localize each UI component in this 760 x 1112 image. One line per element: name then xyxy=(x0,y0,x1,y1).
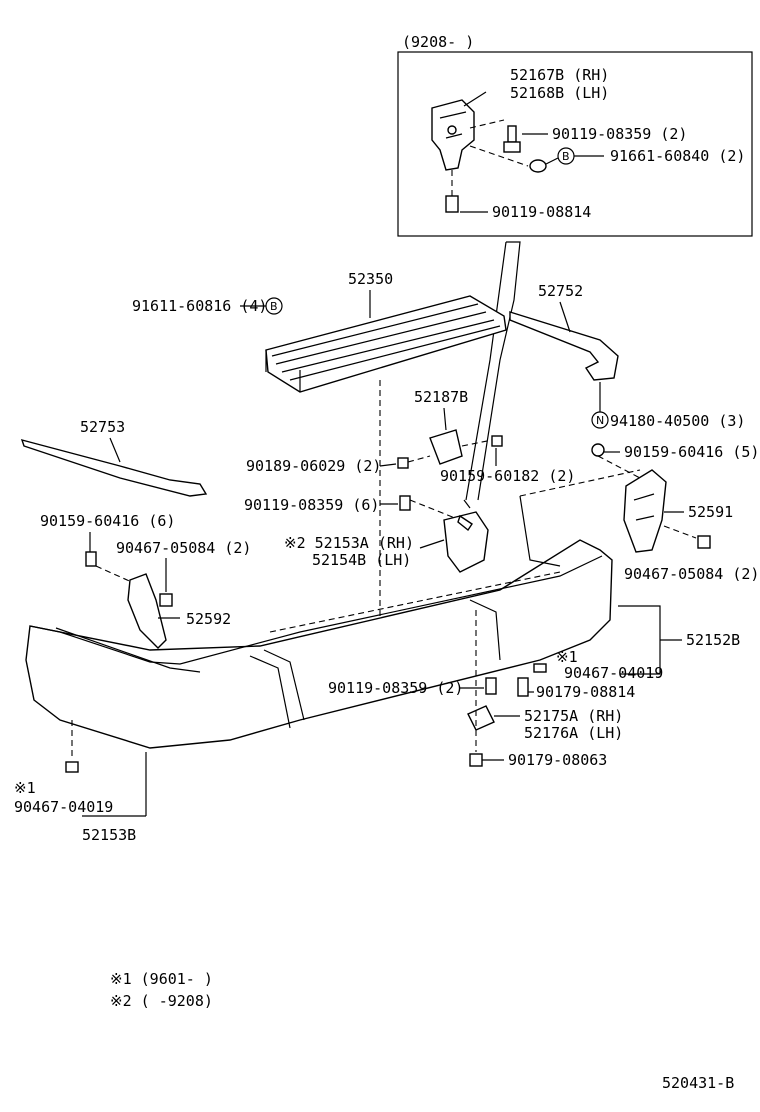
bolt-center-label: 90119-08359 (6) xyxy=(244,496,379,514)
nut-right-label: 90467-05084 (2) xyxy=(624,565,759,583)
inset-bracket-label-rh: 52167B (RH) xyxy=(510,66,609,84)
center-bracket-label: 52187B xyxy=(414,388,468,406)
inset-bolt2-label: 90119-08814 xyxy=(492,203,591,221)
lower-left-parts: ※1 90467-04019 52153B xyxy=(14,720,147,844)
molding-left: 52753 xyxy=(20,418,208,497)
inset-clip xyxy=(529,159,547,173)
figure-id: 520431-B xyxy=(662,1074,734,1092)
center-bracket-nut-label: 90189-06029 (2) xyxy=(246,457,381,475)
arm: ※2 52153A (RH) 52154B (LH) xyxy=(284,499,489,573)
inset-frame xyxy=(397,51,753,237)
arm-lh-label: 52154B (LH) xyxy=(312,551,411,569)
retainer-right-label: 90467-04019 xyxy=(564,664,663,682)
bumper-assy-label: 52153B xyxy=(82,826,136,844)
molding-right-nut-marker xyxy=(591,411,609,429)
arm-rh-label: ※2 52153A (RH) xyxy=(284,534,414,552)
footnotes: ※1 (9601- ) ※2 ( -9208) xyxy=(110,970,213,1010)
center-bracket-screw-label: 90159-60182 (2) xyxy=(440,467,575,485)
bracket-rh-label: 52175A (RH) xyxy=(524,707,623,725)
svg-text:B: B xyxy=(270,300,278,313)
bracket-lh-label: 52176A (LH) xyxy=(524,724,623,742)
molding-right: 52752 N 94180-40500 (3) xyxy=(509,282,745,430)
molding-right-nut-label: 94180-40500 (3) xyxy=(610,412,745,430)
side-bracket-left-label: 52592 xyxy=(186,610,231,628)
bumper-cover: 52152B xyxy=(25,495,740,749)
svg-text:B: B xyxy=(562,150,570,163)
nut-left-label: 90467-05084 (2) xyxy=(116,539,251,557)
center-bracket: 52187B 90189-06029 (2) 90159-60182 (2) xyxy=(246,388,575,485)
inset-bracket xyxy=(431,99,475,171)
retainer-left xyxy=(65,761,79,773)
inset-clip-label: 91661-60840 (2) xyxy=(610,147,745,165)
inset-bracket-label-lh: 52168B (LH) xyxy=(510,84,609,102)
inset-detail: (9208- ) 52167B (RH) 52168B (LH) 90119-0… xyxy=(397,33,753,237)
bolt-lower2-label: 90179-08814 xyxy=(536,683,635,701)
svg-text:N: N xyxy=(596,414,604,427)
center-bracket-screw xyxy=(491,435,503,447)
note-1: ※1 (9601- ) xyxy=(110,970,213,988)
bolt-lower-label: 90119-08359 (2) xyxy=(328,679,463,697)
molding-left-label: 52753 xyxy=(80,418,125,436)
retainer-right xyxy=(533,663,547,673)
bolt-center: 90119-08359 (6) xyxy=(244,495,461,521)
step-pad-label: 52350 xyxy=(348,270,393,288)
side-bracket-right-label: 52591 xyxy=(688,503,733,521)
nut-left xyxy=(159,593,173,607)
bracket-lower xyxy=(467,705,495,731)
inset-bolt-label: 90119-08359 (2) xyxy=(552,125,687,143)
step-pad-clip-marker xyxy=(265,297,283,315)
retainer-left-note: ※1 xyxy=(14,779,36,797)
retainer-right-note: ※1 xyxy=(556,648,578,666)
inset-bolt xyxy=(503,141,521,153)
nut-lower-label: 90179-08063 xyxy=(508,751,607,769)
nut-lower xyxy=(469,753,483,767)
bumper-cover-label: 52152B xyxy=(686,631,740,649)
right-side-bracket: 90159-60416 (5) 52591 90467-05084 (2) xyxy=(519,443,759,583)
inset-date-range: (9208- ) xyxy=(402,33,474,51)
screw-right-label: 90159-60416 (5) xyxy=(624,443,759,461)
screw-left xyxy=(85,551,97,567)
left-side-bracket: 90159-60416 (6) 90467-05084 (2) 52592 xyxy=(40,512,251,649)
screw-left-label: 90159-60416 (6) xyxy=(40,512,175,530)
molding-right-label: 52752 xyxy=(538,282,583,300)
bolt-lower xyxy=(485,677,497,695)
lower-right-parts: ※1 90467-04019 90119-08359 (2) 90179-088… xyxy=(328,610,663,769)
note-2: ※2 ( -9208) xyxy=(110,992,213,1010)
bolt-lower2 xyxy=(517,677,529,697)
step-pad: 52350 91611-60816 (4) B xyxy=(132,270,507,640)
screw-right xyxy=(591,443,605,457)
center-bracket-nut xyxy=(397,457,409,469)
retainer-left-label: 90467-04019 xyxy=(14,798,113,816)
step-pad-clip-label: 91611-60816 (4) xyxy=(132,297,267,315)
inset-bolt2 xyxy=(445,195,459,213)
nut-right xyxy=(697,535,711,549)
